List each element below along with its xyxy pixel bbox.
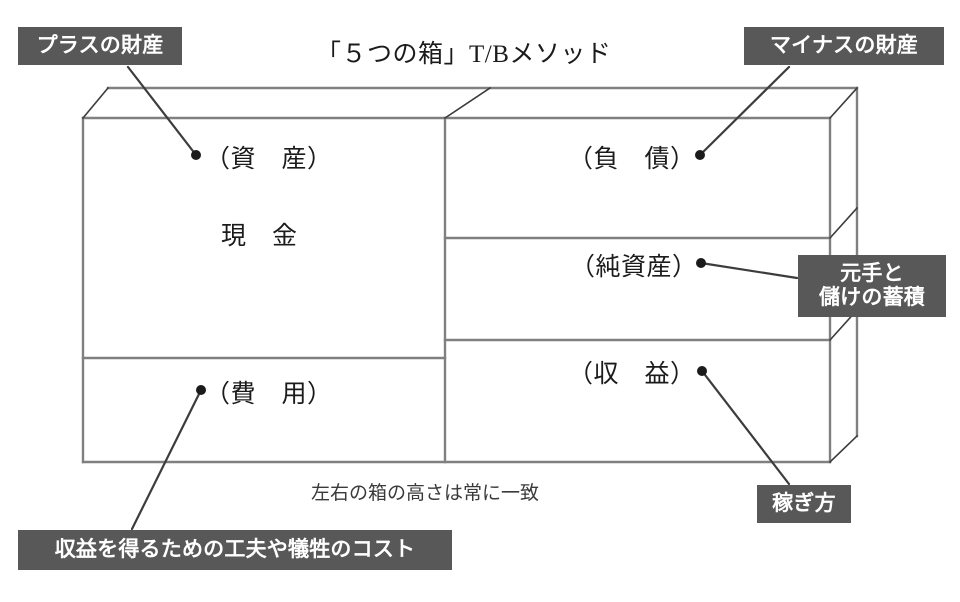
leader-dot-revenue [697,366,707,376]
leader-dot-expenses [196,385,206,395]
depth-edge-right-bottom [828,434,859,464]
diagram-title: 「５つの箱」T/Bメソッド [316,41,612,68]
leader-line-earning-way [700,369,791,486]
callout-minus-assets: マイナスの財産 [744,27,944,65]
depth-edge-right-mid-1 [828,206,859,240]
depth-edge-front-left-top [81,86,110,120]
diagram-footnote: 左右の箱の高さは常に一致 [311,483,540,504]
leader-line-capital [699,261,799,280]
leader-line-cost [130,388,203,531]
callout-capital: 元手と 儲けの蓄積 [798,255,946,317]
depth-edge-center-top [443,86,492,120]
leader-dot-assets [191,150,201,160]
cell-label-assets: （資 産） [205,146,333,173]
callout-plus-assets-text: プラスの財産 [36,33,164,57]
cell-label-net-assets: （純資産） [570,254,698,281]
cell-label-revenue: （収 益） [568,361,696,388]
callout-cost-text: 収益を得るための工夫や犠牲のコスト [54,537,416,561]
leader-line-minus-assets [698,65,791,157]
callout-capital-text-line1: 元手と [840,261,904,285]
cell-label-expenses: （費 用） [205,381,333,408]
callout-earning-way: 稼ぎ方 [757,485,851,523]
leader-line-plus-assets [126,65,198,157]
cell-label-cash: 現 金 [221,223,298,250]
callout-capital-text-line2: 儲けの蓄積 [818,286,926,309]
callout-minus-assets-text: マイナスの財産 [769,33,919,57]
callout-earning-way-text: 稼ぎ方 [772,491,836,515]
cell-label-liabilities: （負 債） [568,146,696,173]
leader-dot-liabilities [695,150,705,160]
callout-plus-assets: プラスの財産 [18,27,182,65]
depth-edge-front-right-top [828,86,859,120]
leader-dot-netassets [696,258,706,268]
callout-cost: 収益を得るための工夫や犠牲のコスト [18,530,452,570]
